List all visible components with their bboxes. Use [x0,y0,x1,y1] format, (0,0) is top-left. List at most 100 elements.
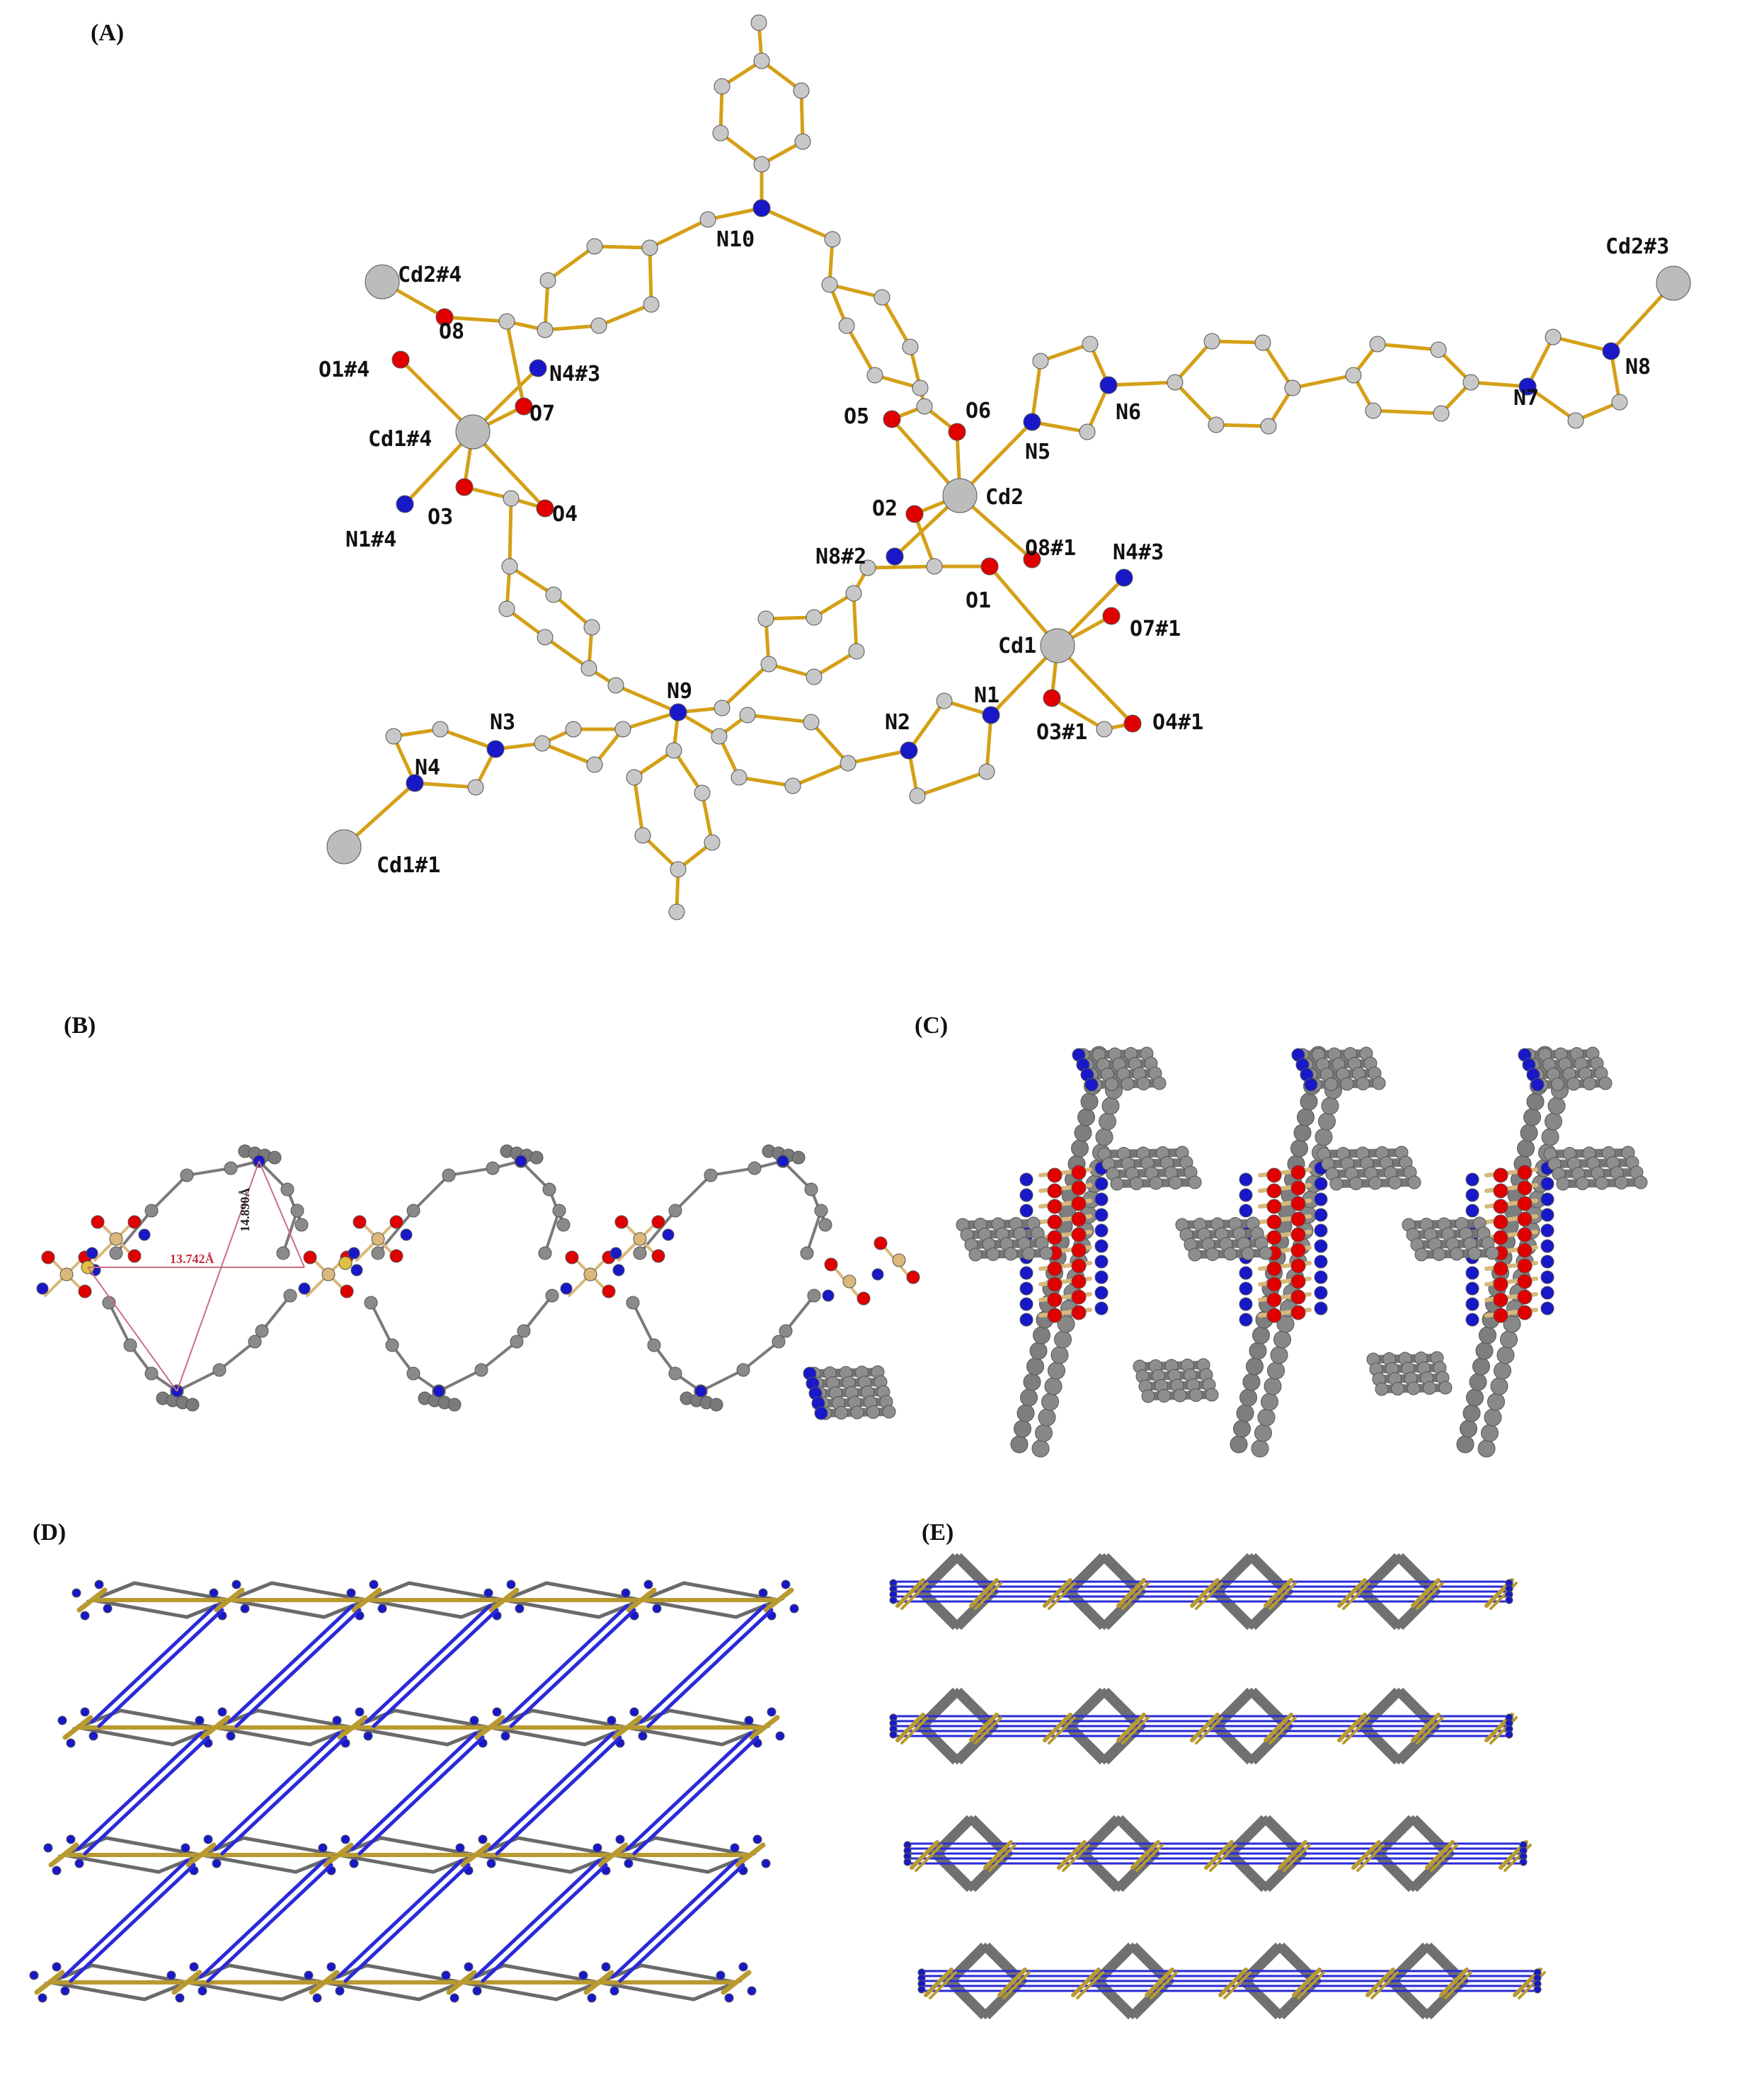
c-lower2-atom [1438,1381,1453,1395]
o-atom [874,1236,888,1250]
atom-me1 [750,14,767,31]
d-blue-link [481,1863,608,1983]
c-upper-n [1084,1078,1099,1092]
d-node-n [578,1970,588,1980]
n-atom [822,1289,835,1302]
core-n [1019,1204,1033,1218]
chain-bond [437,1369,483,1393]
atom-j1 [1545,329,1562,346]
e-node-bar [969,1713,999,1742]
d-node-n [469,1715,479,1725]
column-atom [1297,1108,1315,1126]
core-o [1493,1292,1508,1308]
o-atom [651,1215,665,1229]
cd-atom [321,1267,336,1281]
bond [1525,384,1578,423]
core-o [1047,1230,1063,1245]
label-o4-1: O4#1 [1152,710,1203,735]
cap-atom [529,1150,544,1165]
e-node-bar [924,1968,953,1997]
bond [1030,420,1089,434]
column-atom [1523,1108,1541,1126]
d-node-n [455,1843,465,1853]
cap-atom [709,1398,723,1412]
panel-c-label: (C) [915,1012,949,1039]
chain-bond [150,1174,188,1212]
d-node-n [94,1580,104,1589]
d-blue-link [495,1735,622,1856]
chain-bond [674,1174,712,1212]
e-node-bar [910,1840,939,1870]
atom-cd23 [1656,265,1691,301]
column-atom [1487,1393,1505,1411]
c-lower-atom [1173,1388,1187,1403]
label-cd1-4: Cd1#4 [368,427,432,452]
d-network [29,1580,799,2003]
column-atom [1520,1124,1538,1142]
d-blue-link [199,1858,326,1979]
chain-atom [779,1324,793,1338]
e-node-bar [1071,1968,1101,1997]
bond [812,649,859,679]
e-node-bar [1444,1971,1472,1999]
core-o [1266,1167,1282,1183]
d-node-bar [62,1715,93,1740]
c-mid2-atom [1407,1175,1421,1189]
core-n [1314,1192,1328,1206]
core-n [1239,1172,1253,1187]
e-node-bar [1135,1844,1164,1872]
core-o [1071,1274,1087,1289]
panel-a: (A) N10 Cd2#4 O8 N4#3 O1#4 O7 Cd1#4 O3 O… [0,0,1764,949]
atom-q1 [1345,367,1362,384]
atom-k3 [545,586,562,603]
bond [442,315,509,324]
e-node-bar [1204,1840,1234,1870]
label-o1: O1 [966,588,991,613]
atom-s3 [694,784,711,801]
d-node-bar [76,1587,108,1613]
atom-k2 [498,600,515,617]
atom-q2 [1369,336,1386,353]
core-o [1266,1199,1282,1214]
bond [551,593,594,629]
d-node-bar [612,1715,643,1740]
column-atom [1469,1373,1487,1391]
atom-k1 [501,558,518,575]
core-o [1071,1227,1087,1243]
atom-n10 [752,199,771,217]
e-node-bar [974,1716,1002,1744]
e-node-bar [1278,1840,1307,1870]
atom-m4 [806,609,823,626]
c-mid-atom [1205,1247,1220,1261]
chain-atom [542,1182,556,1197]
atom-l1 [699,211,716,228]
atom-s4 [634,827,651,844]
c-upper-atom [1583,1077,1596,1090]
e-node-bar [1209,1844,1237,1872]
c-mid2-atom [1130,1177,1143,1190]
d-node-bar [200,1715,231,1740]
atom-t6 [753,156,770,173]
e-cap [889,1730,898,1739]
column-atom [1484,1408,1502,1427]
c-upper-atom [1551,1078,1564,1091]
bond [1261,341,1295,390]
core-n [1465,1266,1479,1280]
o-atom [353,1215,367,1229]
core-o [1047,1292,1063,1308]
core-n [1094,1286,1109,1300]
core-o [1266,1261,1282,1277]
core-n [1019,1266,1033,1280]
chain-atom [552,1204,566,1218]
atom-m3 [757,610,774,627]
column-atom [1080,1092,1099,1111]
chain-atom [807,1289,821,1303]
d-node-n [752,1834,762,1844]
column-atom [1041,1393,1059,1411]
core-n [1314,1255,1328,1269]
c-mid-atom [1259,1246,1273,1260]
atom-j3 [1567,412,1584,429]
d-blue-link [488,1731,615,1851]
atom-o1 [980,557,999,576]
bond [614,683,680,714]
